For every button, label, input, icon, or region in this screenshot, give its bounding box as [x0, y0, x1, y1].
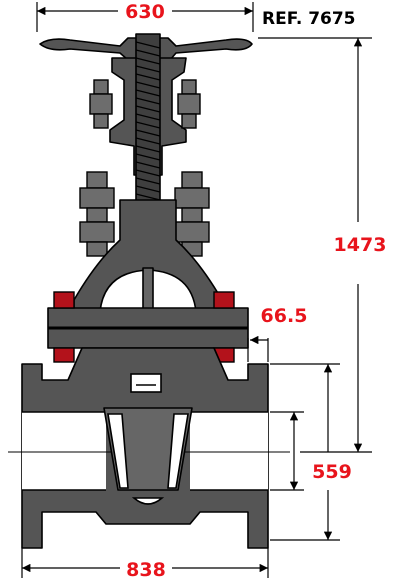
dim-face-to-face — [21, 548, 269, 578]
bonnet-flange — [47, 307, 249, 349]
bonnet — [73, 199, 223, 319]
gland-bolt-left — [79, 171, 115, 257]
yoke-bolt-left — [89, 79, 113, 129]
dim-flange-thickness-label: 66.5 — [261, 305, 308, 327]
dim-flange-thickness — [247, 335, 269, 362]
dim-overall-height — [258, 37, 372, 453]
dim-overall-height-label: 1473 — [334, 234, 387, 256]
dim-face-to-face-label: 838 — [126, 559, 166, 581]
reference-label: REF. 7675 — [262, 9, 356, 29]
yoke-bolt-right — [177, 79, 201, 129]
dim-centre-height — [270, 363, 340, 541]
dim-handwheel-width-label: 630 — [125, 1, 165, 23]
dim-centre-height-label: 559 — [312, 461, 352, 483]
gate-wedge — [103, 373, 193, 505]
dim-handwheel-width — [36, 2, 254, 32]
